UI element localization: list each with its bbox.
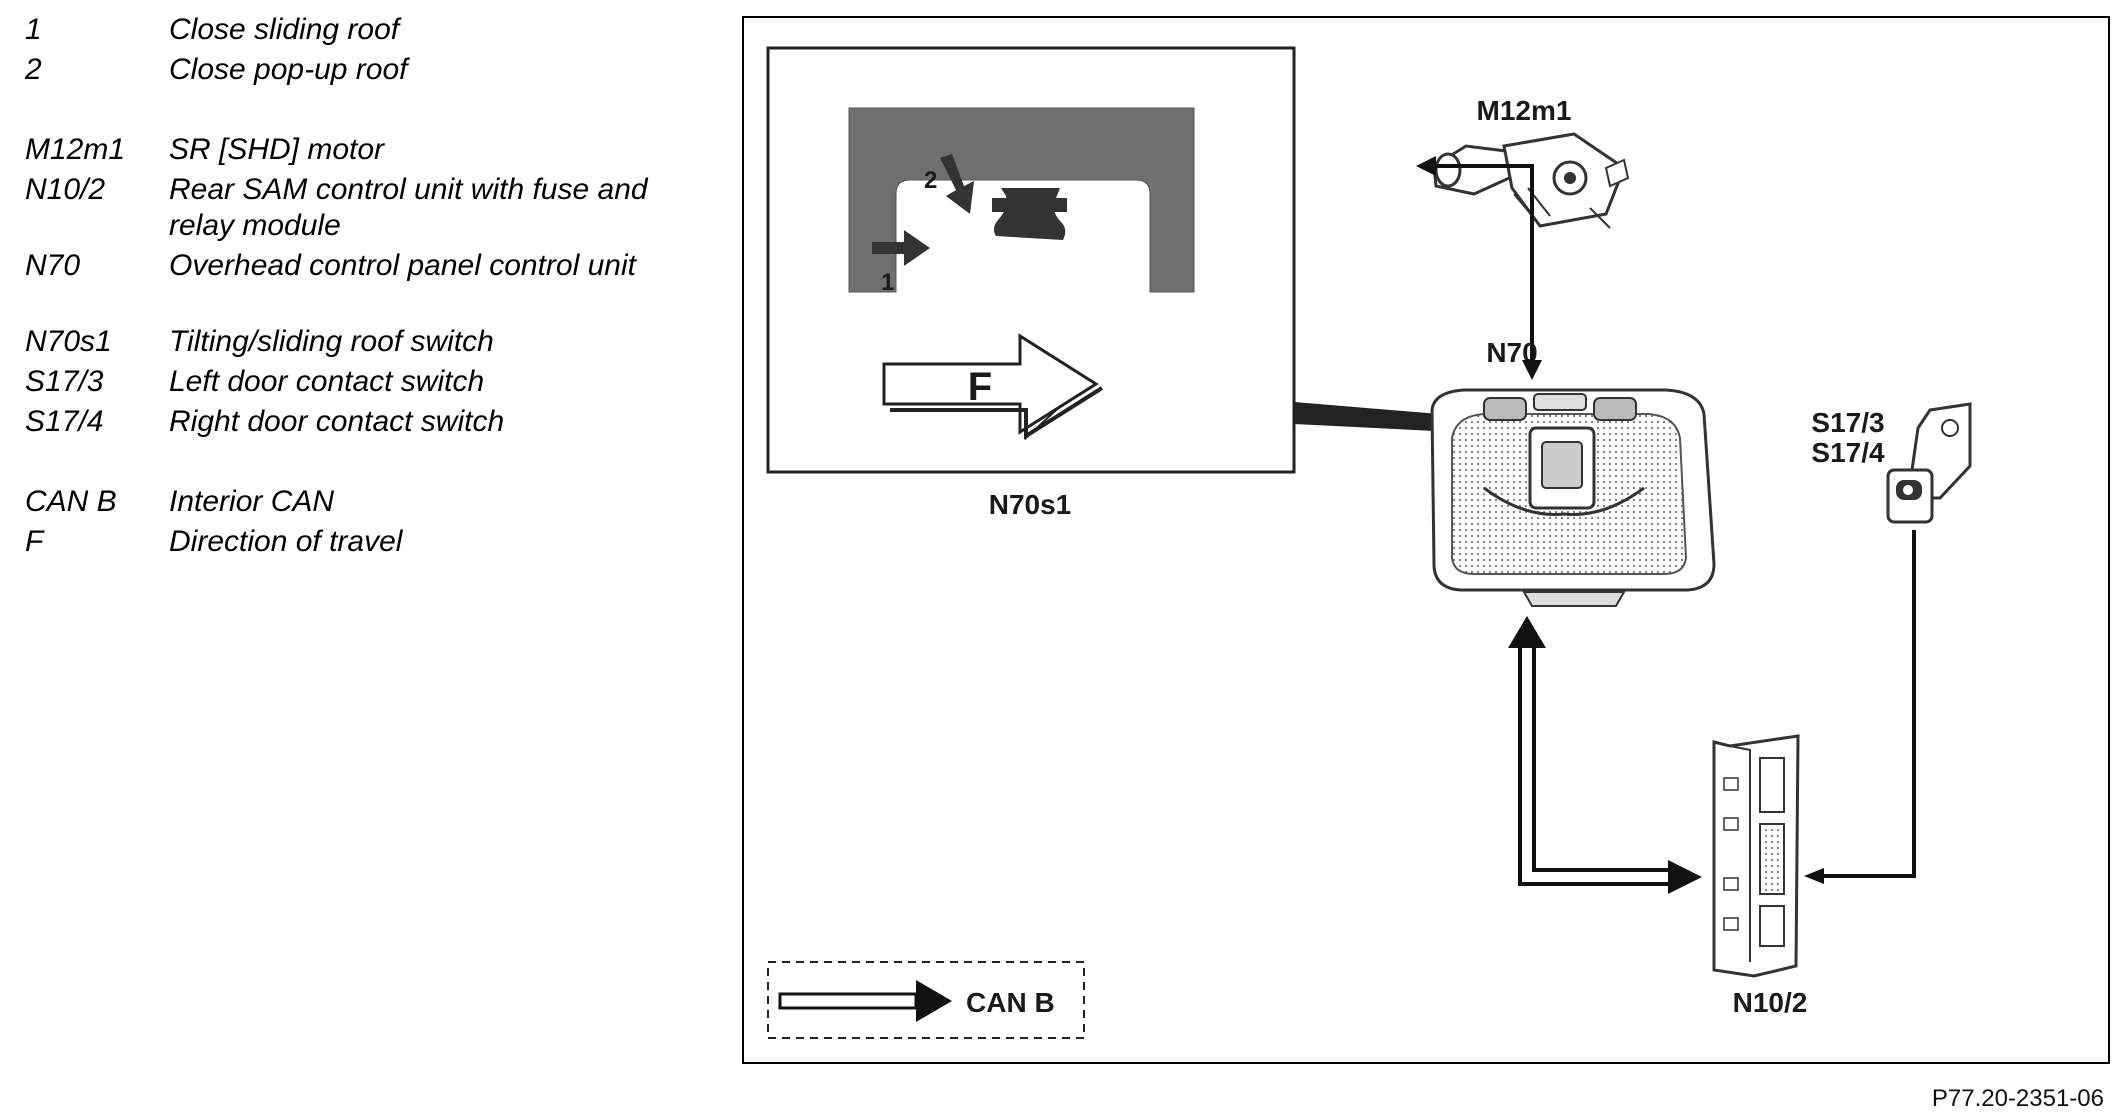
switch-inset: 1 2 F [766, 46, 1296, 474]
legend-text: Rear SAM control unit with fuse and rela… [169, 173, 648, 242]
switch-knob-bar [992, 198, 1067, 212]
legend-code: 2 [25, 53, 42, 86]
legend-code: S17/4 [25, 405, 104, 438]
sam-control-unit-image [1712, 734, 1800, 978]
can-b-connection [1508, 616, 1702, 894]
can-b-legend: CAN B [767, 961, 1085, 1039]
inset-direction-label: F [968, 365, 992, 409]
can-legend-label: CAN B [966, 987, 1055, 1018]
legend-code: N70 [25, 249, 81, 282]
figure-reference: P77.20-2351-06 [1931, 1085, 2104, 1112]
sam-label: N10/2 [1733, 987, 1808, 1018]
legend-text: Close pop-up roof [169, 53, 408, 86]
legend-code: M12m1 [25, 133, 126, 166]
legend-text: Left door contact switch [169, 365, 485, 398]
door-switch-label-left: S17/3 [1811, 407, 1884, 438]
inset-label: N70s1 [989, 489, 1072, 520]
door-switch-label-right: S17/4 [1811, 437, 1885, 468]
diagram-frame: 1 2 F N70s1 N70 [742, 16, 2110, 1064]
legend-text: Tilting/sliding roof switch [169, 325, 494, 358]
inset-arrow-2-label: 2 [924, 167, 937, 194]
legend-code: 1 [25, 13, 42, 46]
motor-label: M12m1 [1477, 95, 1572, 126]
arrow-panel-to-motor [1416, 156, 1542, 380]
legend-text: Overhead control panel control unit [169, 249, 636, 282]
legend-text: Right door contact switch [169, 405, 505, 438]
overhead-panel-image [1430, 388, 1716, 607]
legend-code: N10/2 [25, 173, 106, 206]
legend-text: Close sliding roof [169, 13, 400, 46]
legend-code: S17/3 [25, 365, 104, 398]
arrow-1-icon [872, 230, 930, 266]
legend-code: N70s1 [25, 325, 112, 358]
legend-text: Interior CAN [169, 485, 335, 518]
legend-text: Direction of travel [169, 525, 403, 558]
inset-arrow-1-label: 1 [881, 269, 894, 296]
roof-section-shape [848, 107, 1195, 293]
legend-code: CAN B [25, 485, 117, 518]
arrow-2-icon [940, 154, 974, 214]
legend-code: F [25, 525, 44, 558]
direction-arrow-icon [882, 333, 1099, 435]
diagram-canvas: 1 2 F N70s1 N70 [766, 46, 1972, 1039]
arrow-switch-to-sam [1804, 530, 1916, 884]
legend-text: SR [SHD] motor [169, 133, 385, 166]
door-contact-switch-image [1886, 402, 1972, 524]
